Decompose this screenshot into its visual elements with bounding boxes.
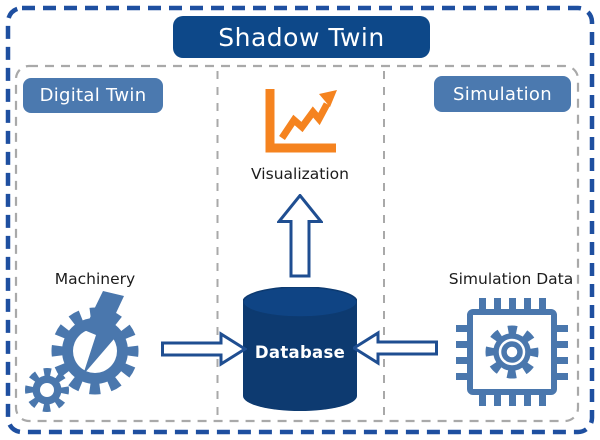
simulation-badge-label: Simulation [453, 83, 552, 105]
simulation-data-caption: Simulation Data [448, 270, 574, 288]
database-label: Database [254, 343, 346, 362]
diagram-title: Shadow Twin [173, 16, 430, 58]
diagram-title-label: Shadow Twin [218, 22, 385, 52]
database-cylinder-icon [243, 287, 357, 411]
visualization-caption: Visualization [251, 165, 349, 183]
outer-dashed-border [5, 5, 595, 435]
digital-twin-badge-label: Digital Twin [39, 85, 147, 106]
right-arrow [161, 331, 247, 367]
machinery-caption: Machinery [54, 270, 136, 288]
chip-pins [456, 298, 568, 406]
line-chart-icon [265, 89, 337, 153]
left-arrow [353, 330, 438, 366]
chip-gear-icon [456, 298, 568, 406]
inner-dashed-border [14, 64, 580, 423]
simulation-badge: Simulation [434, 76, 571, 112]
gear-lightning-icon [25, 291, 139, 412]
digital-twin-badge: Digital Twin [23, 78, 163, 113]
up-arrow [277, 194, 323, 278]
